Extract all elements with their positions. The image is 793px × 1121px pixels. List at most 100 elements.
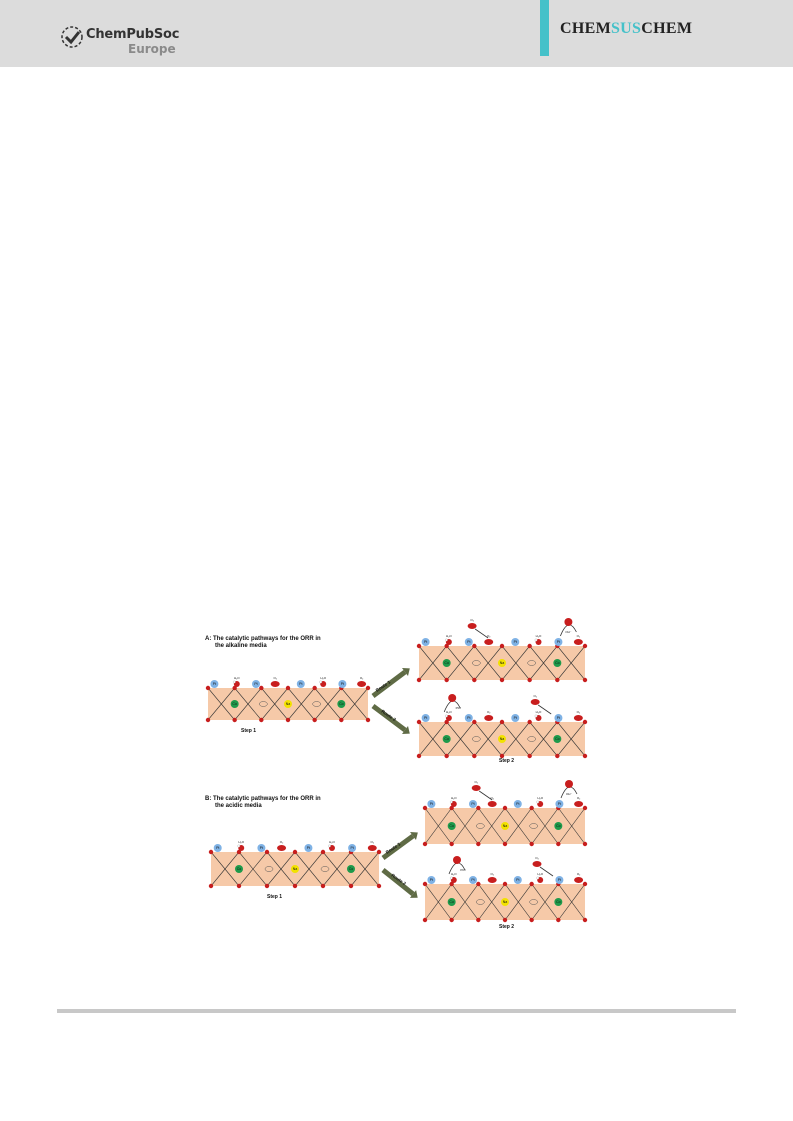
panel-a-route2-o2-molecule bbox=[573, 715, 583, 721]
panel-a-route2-oxygen-atom bbox=[555, 753, 560, 759]
panel-a-step1-oxygen-atom bbox=[285, 717, 291, 723]
panel-b-route1-lattice-line bbox=[451, 807, 479, 845]
panel-a-route2-lattice-line bbox=[557, 721, 586, 757]
panel-b-step1-pt-atom bbox=[304, 844, 313, 852]
panel-a-route1-oxygen-atom bbox=[416, 677, 422, 683]
panel-a-route1-co-label: Co bbox=[555, 661, 560, 665]
panel-b-step1-h2o-label: H₂O bbox=[329, 840, 335, 844]
panel-a-step1-oxygen-atom bbox=[365, 685, 371, 691]
panel-b-route1-pt-atom bbox=[555, 800, 564, 808]
panel-b-route2-oxygen-atom bbox=[422, 917, 428, 923]
panel-a-step1-pt-label: Pt bbox=[254, 682, 257, 686]
panel-b-step1-lattice-line bbox=[210, 851, 240, 887]
panel-b-route1-oxygen-atom bbox=[582, 841, 588, 847]
panel-b-step1-lattice-line bbox=[350, 851, 380, 887]
panel-a-route1-pt-label: Pt bbox=[467, 640, 470, 644]
panel-b-step1-lattice-line bbox=[238, 851, 268, 887]
panel-b-step1-pt-label: Pt bbox=[216, 846, 219, 850]
panel-b-step1-oxygen-atom bbox=[264, 883, 270, 889]
panel-a-step2-label: Step 2 bbox=[499, 758, 515, 764]
panel-b-step1-pt-label: Pt bbox=[307, 846, 310, 850]
panel-a-route1-pt-atom bbox=[511, 638, 520, 646]
panel-a-step1-oxygen-atom bbox=[312, 717, 317, 723]
panel-a-route2-h-atom bbox=[445, 714, 448, 718]
panel-a-step1-co-label: Co bbox=[232, 702, 237, 706]
panel-a-route1-lattice-line bbox=[529, 645, 558, 681]
panel-a-route2-pt-label: Pt bbox=[514, 716, 517, 720]
panel-a-step1-na-atom bbox=[284, 700, 292, 708]
panel-a-step1-lattice-line bbox=[287, 687, 315, 721]
panel-b-title: B: The catalytic pathways for the ORR in… bbox=[205, 796, 321, 810]
panel-a-route1-lattice-line bbox=[557, 645, 586, 681]
panel-a-route2-oxygen-atom bbox=[416, 753, 422, 759]
panel-a-route2-reaction-arrow bbox=[537, 704, 552, 715]
panel-b-route2-o2-molecule bbox=[574, 877, 584, 883]
panel-b-route1-o2-molecule bbox=[487, 801, 497, 807]
panel-b-route1-co-label: Co bbox=[449, 824, 454, 828]
panel-a-step1-pt-atom bbox=[338, 680, 347, 688]
panel-a-route2-lattice-line bbox=[501, 721, 530, 757]
panel-b-route2-h2o-label: H₂O bbox=[537, 872, 543, 876]
panel-a-step1-vacancy-mark bbox=[259, 701, 268, 707]
panel-b-route2-oxygen-atom bbox=[476, 917, 481, 923]
panel-a-route1-route-arrow bbox=[371, 670, 407, 698]
panel-a-step1-lattice-line bbox=[261, 687, 289, 721]
panel-b-route1-oxygen-atom bbox=[422, 805, 428, 811]
panel-a-route2-pt-atom bbox=[511, 714, 520, 722]
panel-a-route1-oxygen-atom bbox=[582, 677, 588, 683]
panel-b-route2-lattice-line bbox=[478, 883, 506, 921]
panel-a-route2-o2-label: O₂ bbox=[533, 694, 537, 698]
panel-b-step1-pt-label: Pt bbox=[260, 846, 263, 850]
panel-b-route1-oxygen-atom bbox=[449, 805, 454, 811]
panel-b-route2-oxygen-atom bbox=[502, 917, 508, 923]
panel-b-step1-h-atom bbox=[328, 844, 331, 848]
panel-a-route1-vacancy-mark bbox=[527, 660, 536, 666]
panel-b-route2-co-atom bbox=[554, 898, 563, 906]
panel-b-route2-oxygen-atom bbox=[582, 917, 588, 923]
panel-b-route1-product-molecule bbox=[565, 780, 573, 788]
journal-title-part: SUS bbox=[610, 20, 642, 37]
panel-a-route1-o2-label: O₂ bbox=[487, 634, 491, 638]
panel-a-step1-o2-molecule bbox=[270, 681, 280, 687]
panel-b-step1-oxygen-atom bbox=[348, 883, 354, 889]
panel-a-route1-o2-molecule bbox=[484, 639, 494, 645]
panel-b-route2-oxygen-atom bbox=[476, 881, 481, 887]
panel-b-route2-route-arrowhead bbox=[409, 890, 418, 898]
panel-b-route2-oxygen-atom bbox=[529, 917, 534, 923]
panel-a-route2-o2-molecule bbox=[484, 715, 494, 721]
panel-a-step1-oxygen-atom bbox=[232, 685, 237, 691]
panel-b-route1-h-atom bbox=[536, 800, 540, 804]
panel-b-step1-o2-molecule bbox=[277, 845, 287, 851]
panel-b-route2-pt-atom bbox=[555, 876, 564, 884]
panel-b-route2-co-label: Co bbox=[449, 900, 454, 904]
panel-b-route1-h-atom bbox=[449, 800, 453, 804]
panel-b-route1-lattice-line bbox=[478, 807, 506, 845]
panel-a-route2-pt-label: Pt bbox=[557, 716, 560, 720]
panel-b-step1-oxygen-atom bbox=[292, 883, 298, 889]
panel-b-route1-o2-label: O₂ bbox=[474, 780, 478, 784]
panel-b-step1-na-label: Na bbox=[293, 867, 298, 871]
publisher-region: Europe bbox=[128, 42, 176, 56]
panel-a-step1-h-atom bbox=[319, 680, 323, 684]
panel-a-route2-lattice-line bbox=[474, 721, 503, 757]
panel-a-route2-co-label: Co bbox=[555, 737, 560, 741]
panel-a-route1-oxygen-atom bbox=[472, 677, 477, 683]
panel-a-step1-na-label: Na bbox=[286, 702, 291, 706]
panel-a-route2-vacancy-mark bbox=[472, 736, 481, 742]
panel-b-step1-oxygen-atom bbox=[236, 849, 242, 855]
panel-b-title-line1: B: The catalytic pathways for the ORR in bbox=[205, 796, 321, 802]
panel-b-route2-oxygen-atom bbox=[422, 881, 428, 887]
panel-a-title-line2: the alkaline media bbox=[215, 643, 267, 649]
panel-b-route1-vacancy-mark bbox=[476, 823, 485, 829]
panel-a-route2-co-label: Co bbox=[444, 737, 449, 741]
panel-b-route1-oxygen-atom bbox=[422, 841, 428, 847]
panel-a-route1-oxygen-atom bbox=[527, 677, 532, 683]
panel-b-route2-oxygen-atom bbox=[582, 881, 588, 887]
chempubsoc-emblem-icon bbox=[61, 26, 83, 48]
panel-a-step1-oxygen-atom bbox=[312, 685, 317, 691]
panel-a-route2-route-arrow bbox=[371, 704, 407, 732]
journal-title-part: CHEM bbox=[641, 20, 693, 37]
panel-a-route1-reaction-arrow bbox=[474, 628, 489, 639]
panel-a-step1-lattice-line bbox=[314, 687, 342, 721]
panel-b-route2-h-atom bbox=[536, 876, 540, 880]
